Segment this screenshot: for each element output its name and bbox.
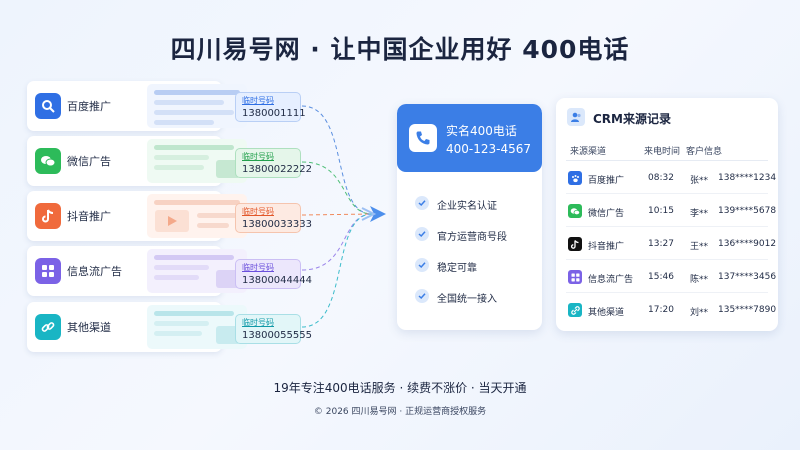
400-number-header: 实名400电话 400-123-4567 [397,104,542,172]
row-channel: 微信广告 [588,209,625,219]
check-icon [415,258,429,272]
tag-title: 临时号码 [242,152,274,161]
table-row: 其他渠道 17:20 刘** 135****7890 [556,294,778,326]
link-icon [568,303,582,317]
row-channel: 抖音推广 [588,242,625,252]
channel-label: 其他渠道 [67,321,111,334]
row-name: 张** [690,176,709,186]
channel-label: 信息流广告 [67,265,122,278]
page-title: 四川易号网 · 让中国企业用好 400电话 [170,35,630,64]
channel-other[interactable]: 其他渠道 [27,302,247,352]
table-row: 抖音推广 13:27 王** 136****9012 [556,228,778,260]
temp-number-tag: 临时号码 13800022222 [235,148,312,178]
column-header: 来源渠道 [570,147,607,157]
feature-label: 官方运营商号段 [437,232,507,243]
music-note-icon [568,237,582,251]
feature-label: 全国统一接入 [437,294,497,305]
row-time: 08:32 [648,173,674,183]
tag-number: 1380001111 [242,108,306,119]
paw-icon [568,171,582,185]
crm-panel: CRM来源记录 来源渠道 来电时间 客户信息 百度推广 08:32 张** 13… [556,98,778,331]
image-icon [216,160,240,178]
tag-title: 临时号码 [242,318,274,327]
footer-copyright: © 2026 四川易号网 · 正规运营商授权服务 [313,407,487,417]
400-number-card: 实名400电话 400-123-4567 企业实名认证 官方运营商号段 稳定可靠… [397,104,542,330]
channel-feed[interactable]: 信息流广告 [27,246,247,296]
tag-title: 临时号码 [242,96,274,105]
column-header: 客户信息 [686,147,723,157]
feature-label: 企业实名认证 [437,201,497,212]
row-channel: 信息流广告 [588,275,634,285]
image-icon [216,270,240,288]
ad-preview [147,305,247,349]
video-play-icon [155,210,189,232]
ad-preview [147,139,247,183]
row-phone: 136****9012 [718,239,777,249]
row-time: 10:15 [648,206,674,216]
temp-number-tag: 临时号码 13800033333 [235,203,312,233]
channel-label: 微信广告 [67,155,111,168]
row-time: 13:27 [648,239,674,249]
link-icon [35,314,61,340]
check-icon [415,227,429,241]
row-time: 17:20 [648,305,674,315]
row-name: 王** [690,242,709,252]
row-channel: 其他渠道 [588,308,625,318]
users-icon [567,108,585,126]
temp-number-tag: 临时号码 13800055555 [235,314,312,344]
grid-icon [568,270,582,284]
temp-number-tag: 临时号码 13800044444 [235,259,312,289]
phone-icon [409,124,437,152]
tag-title: 临时号码 [242,263,274,272]
music-note-icon [35,203,61,229]
400-number: 400-123-4567 [446,142,532,156]
tag-title: 临时号码 [242,207,274,216]
tag-number: 13800055555 [242,330,312,341]
ad-preview [147,194,247,238]
row-name: 陈** [690,275,709,285]
column-header: 来电时间 [644,147,681,157]
row-phone: 137****3456 [718,272,777,282]
row-channel: 百度推广 [588,176,625,186]
footer-slogan: 19年专注400电话服务 · 续费不涨价 · 当天开通 [273,381,527,395]
channel-douyin[interactable]: 抖音推广 [27,191,247,241]
row-phone: 139****5678 [718,206,777,216]
image-icon [216,326,240,344]
row-phone: 138****1234 [718,173,777,183]
wechat-icon [568,204,582,218]
tag-number: 13800022222 [242,164,312,175]
row-time: 15:46 [648,272,674,282]
channel-wechat[interactable]: 微信广告 [27,136,247,186]
wechat-icon [35,148,61,174]
channel-label: 百度推广 [67,100,111,113]
grid-icon [35,258,61,284]
temp-number-tag: 临时号码 1380001111 [235,92,306,122]
flow-arrow-icon [370,206,386,222]
ad-preview [147,84,247,128]
search-icon [35,93,61,119]
crm-title: CRM来源记录 [593,112,671,126]
feature-label: 稳定可靠 [437,263,477,274]
check-icon [415,289,429,303]
row-name: 刘** [690,308,709,318]
channel-baidu[interactable]: 百度推广 [27,81,247,131]
row-name: 李** [690,209,709,219]
ad-preview [147,249,247,293]
tag-number: 13800033333 [242,219,312,230]
table-row: 微信广告 10:15 李** 139****5678 [556,195,778,227]
400-label: 实名400电话 [446,124,517,138]
table-row: 百度推广 08:32 张** 138****1234 [556,162,778,194]
channel-label: 抖音推广 [67,210,111,223]
tag-number: 13800044444 [242,275,312,286]
check-icon [415,196,429,210]
row-phone: 135****7890 [718,305,777,315]
table-row: 信息流广告 15:46 陈** 137****3456 [556,261,778,293]
